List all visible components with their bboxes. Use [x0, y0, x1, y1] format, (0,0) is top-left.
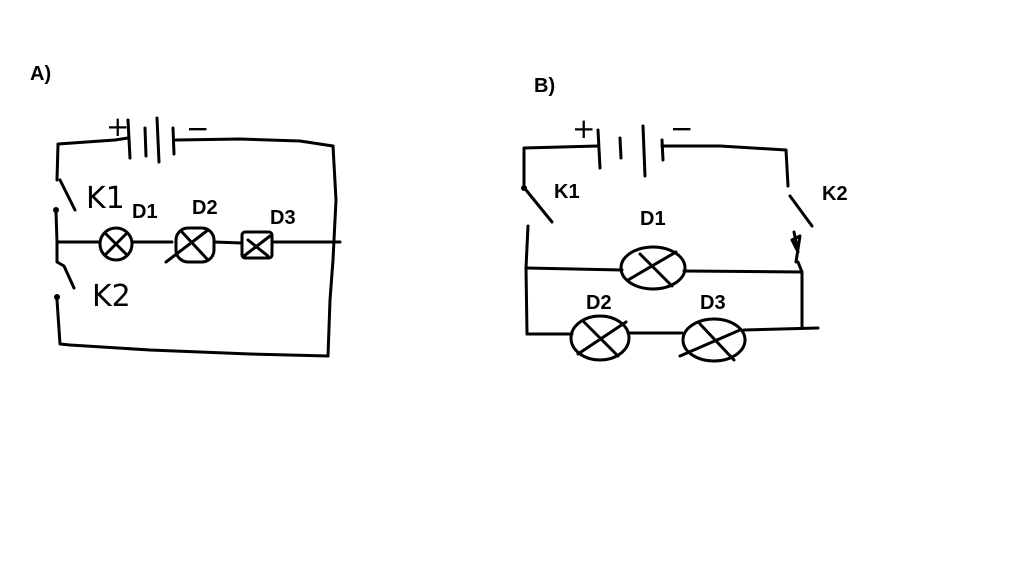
- diagram-b-branch-d1-wire: [524, 266, 804, 274]
- diagram-b-switch-k1: K1: [521, 181, 580, 224]
- diagram-b-bulb-d3: D3: [678, 292, 747, 363]
- diagram-a-bulb-d2: D2: [164, 197, 218, 264]
- diagram-b-switch-k2: K2: [788, 183, 848, 264]
- diagram-a-switch-k2-label: K2: [92, 279, 131, 314]
- diagram-a-switch-k2: K2: [54, 240, 131, 314]
- diagram-a-switch-k1-label: K1: [86, 181, 125, 216]
- diagram-a-label: A): [30, 63, 51, 85]
- diagram-b-switch-k2-label: K2: [822, 183, 848, 205]
- diagram-a-battery-minus: −: [186, 112, 209, 145]
- diagram-b-switch-k1-label: K1: [554, 181, 580, 203]
- diagram-b-right-wire: [796, 260, 804, 330]
- diagram-a-switch-k1: K1: [53, 178, 125, 216]
- diagram-b-left-wire: [524, 224, 530, 336]
- diagram-a-bulb-d1: D1: [98, 201, 158, 262]
- diagram-a-right-wire: [326, 144, 338, 358]
- diagram-b-label: B): [534, 75, 555, 97]
- diagram-a-bulb-d3: D3: [240, 207, 296, 260]
- diagram-a-battery: + −: [106, 110, 209, 164]
- diagram-b-top-wire-right: [660, 144, 790, 188]
- diagram-a-bulb-d1-label: D1: [132, 201, 158, 223]
- diagram-b-bulb-d2: D2: [569, 292, 631, 362]
- diagram-a-bulb-d2-label: D2: [192, 197, 218, 219]
- diagram-a-bottom-wire: [55, 298, 330, 358]
- diagram-b-battery-plus: +: [572, 112, 595, 145]
- diagram-b-battery: + −: [572, 112, 693, 178]
- diagram-b-battery-minus: −: [670, 112, 693, 145]
- diagram-a-bulb-d3-label: D3: [270, 207, 296, 229]
- diagram-b-bulb-d3-label: D3: [700, 292, 726, 314]
- diagram-a-top-wire-right: [174, 137, 335, 148]
- diagram-b-top-wire: [522, 144, 600, 188]
- diagram-b-branch-d2-d3-wire: [525, 326, 820, 336]
- diagram-b: B) + − K1 K2: [521, 75, 848, 363]
- diagram-b-bulb-d1-label: D1: [640, 208, 666, 230]
- diagram-a-battery-plus: +: [106, 110, 129, 143]
- diagram-a: A) + − K1 D1: [30, 63, 342, 358]
- diagram-a-top-wire: [55, 136, 130, 182]
- diagram-b-bulb-d1: D1: [619, 208, 687, 291]
- diagram-b-bulb-d2-label: D2: [586, 292, 612, 314]
